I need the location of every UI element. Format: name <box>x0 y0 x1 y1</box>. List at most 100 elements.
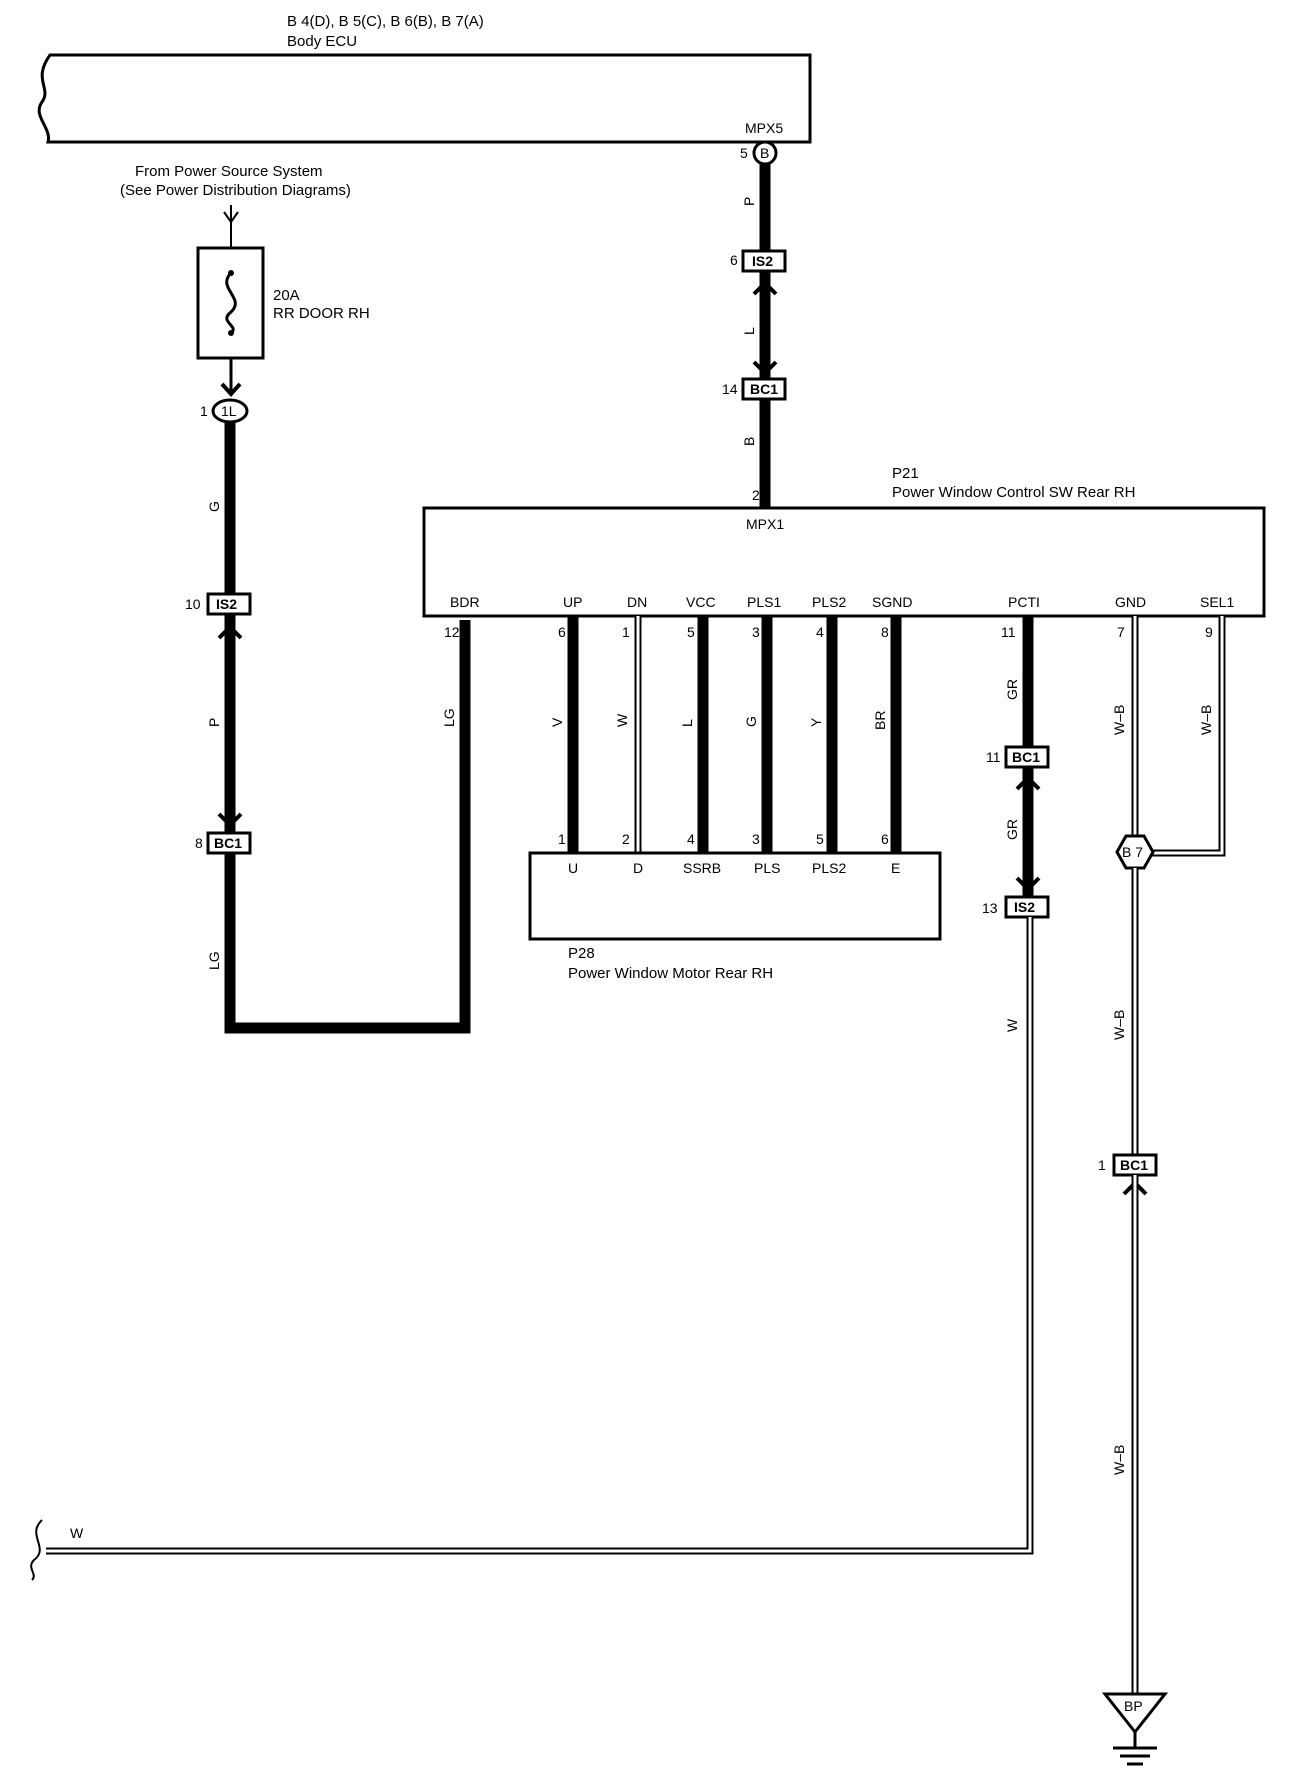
chevron-up-icon <box>1015 775 1041 791</box>
wire-label-left-top: G <box>206 501 222 512</box>
power-source-line2: (See Power Distribution Diagrams) <box>120 182 351 199</box>
ground-icon <box>1113 1732 1157 1766</box>
ecu-pin-5: 5 <box>740 145 748 161</box>
bc1-left-name: BC1 <box>214 835 242 851</box>
switch-code: P21 <box>892 465 919 482</box>
wire-break-icon <box>30 1519 43 1581</box>
is2-upper-pin: 6 <box>730 252 738 268</box>
wire-label-left-bottom: LG <box>206 951 222 970</box>
chevron-up-icon <box>752 280 778 296</box>
sw-term-bdr: BDR <box>450 594 480 610</box>
chevron-up-icon <box>217 624 243 640</box>
sw-pin-11: 11 <box>1001 624 1016 640</box>
bc1-upper-name: BC1 <box>750 381 778 397</box>
chevron-down-icon <box>1015 876 1041 892</box>
motor-term-ssrb: SSRB <box>683 860 721 876</box>
sw-term-vcc: VCC <box>686 594 716 610</box>
sw-term-pls1: PLS1 <box>747 594 781 610</box>
is2-left-name: IS2 <box>216 596 237 612</box>
switch-top-pin: 2 <box>752 487 760 503</box>
motor-term-e: E <box>891 860 900 876</box>
sw-pin-5: 5 <box>687 624 695 640</box>
chevron-down-icon <box>752 360 778 376</box>
sw-term-sel1: SEL1 <box>1200 594 1234 610</box>
wire-label-bdr: LG <box>441 708 457 727</box>
motor-term-u: U <box>568 860 578 876</box>
motor-term-pls2: PLS2 <box>812 860 846 876</box>
wire-label-ecu-is2: P <box>741 197 757 206</box>
sw-term-sgnd: SGND <box>872 594 912 610</box>
wire-label-dn: W <box>614 713 630 727</box>
sw-pin-6: 6 <box>558 624 566 640</box>
j1l-name: 1L <box>221 403 237 419</box>
is2-pcti-name: IS2 <box>1014 899 1035 915</box>
mpx5-terminal: MPX5 <box>745 120 783 136</box>
motor-pin-6: 6 <box>881 831 889 847</box>
body-ecu-name: Body ECU <box>287 33 357 50</box>
wire-sel1-b7-inner <box>1150 616 1224 855</box>
sw-term-pls2: PLS2 <box>812 594 846 610</box>
fuse-box <box>196 246 265 360</box>
bc1-left-pin: 8 <box>195 835 203 851</box>
wire-label-bottom-left: W <box>70 1525 84 1541</box>
bc1-pcti-name: BC1 <box>1012 749 1040 765</box>
wire-label-up: V <box>549 717 565 727</box>
sw-term-up: UP <box>563 594 582 610</box>
b7-name: B 7 <box>1122 844 1143 860</box>
power-source-line1: From Power Source System <box>135 163 323 180</box>
wire-label-vcc: L <box>679 719 695 727</box>
body-ecu-box <box>37 53 812 144</box>
motor-pin-2: 2 <box>622 831 630 847</box>
bc1-gnd-name: BC1 <box>1120 1157 1148 1173</box>
bc1-upper-pin: 14 <box>722 381 738 397</box>
bc1-pcti-pin: 11 <box>986 749 1001 765</box>
sw-pin-3: 3 <box>752 624 760 640</box>
fuse-name: RR DOOR RH <box>273 305 370 322</box>
wire-label-sgnd: BR <box>872 711 888 730</box>
wire-label-sel1: W–B <box>1198 705 1214 735</box>
switch-name: Power Window Control SW Rear RH <box>892 484 1135 501</box>
fuse-rating: 20A <box>273 287 300 304</box>
bc1-gnd-pin: 1 <box>1098 1157 1106 1173</box>
motor-pin-5: 5 <box>816 831 824 847</box>
is2-pcti-pin: 13 <box>982 900 998 916</box>
sw-pin-7: 7 <box>1117 624 1125 640</box>
wire-label-pls1: G <box>743 716 759 727</box>
sw-pin-4: 4 <box>816 624 824 640</box>
ground-bp-connector <box>1101 1692 1169 1735</box>
motor-name: Power Window Motor Rear RH <box>568 965 773 982</box>
chevron-down-icon <box>217 812 243 828</box>
body-ecu-codes: B 4(D), B 5(C), B 6(B), B 7(A) <box>287 13 484 30</box>
wire-left-bottom <box>224 620 471 1034</box>
sw-term-gnd: GND <box>1115 594 1146 610</box>
fuse-element-icon <box>225 271 237 335</box>
motor-pin-4: 4 <box>687 831 695 847</box>
motor-code: P28 <box>568 945 595 962</box>
sw-pin-8: 8 <box>881 624 889 640</box>
motor-pin-1: 1 <box>558 831 566 847</box>
motor-pin-3: 3 <box>752 831 760 847</box>
is2-upper-name: IS2 <box>752 253 773 269</box>
wire-label-gnd-mid: W–B <box>1111 1010 1127 1040</box>
is2-left-pin: 10 <box>185 596 201 612</box>
wire-label-pcti-bottom: W <box>1004 1018 1020 1032</box>
motor-box <box>528 851 942 941</box>
sw-pin-12: 12 <box>444 624 460 640</box>
ecu-pin-code: B <box>760 145 769 161</box>
chevron-down-icon <box>220 382 242 397</box>
wire-label-bc1-sw: B <box>741 437 757 446</box>
j1l-pin: 1 <box>200 403 208 419</box>
wire-pcti-bottom-inner <box>46 917 1032 1553</box>
wire-label-left-mid: P <box>206 718 222 727</box>
sw-pin-9: 9 <box>1205 624 1213 640</box>
switch-top-terminal: MPX1 <box>746 516 784 532</box>
fuse-contact-bottom <box>228 330 234 336</box>
sw-term-pcti: PCTI <box>1008 594 1040 610</box>
sw-pin-1: 1 <box>622 624 630 640</box>
wire-label-pcti-top: GR <box>1004 679 1020 700</box>
sw-term-dn: DN <box>627 594 647 610</box>
wire-pcti-bottom-outer <box>46 917 1034 1555</box>
motor-term-pls: PLS <box>754 860 780 876</box>
switch-box <box>422 506 1266 618</box>
